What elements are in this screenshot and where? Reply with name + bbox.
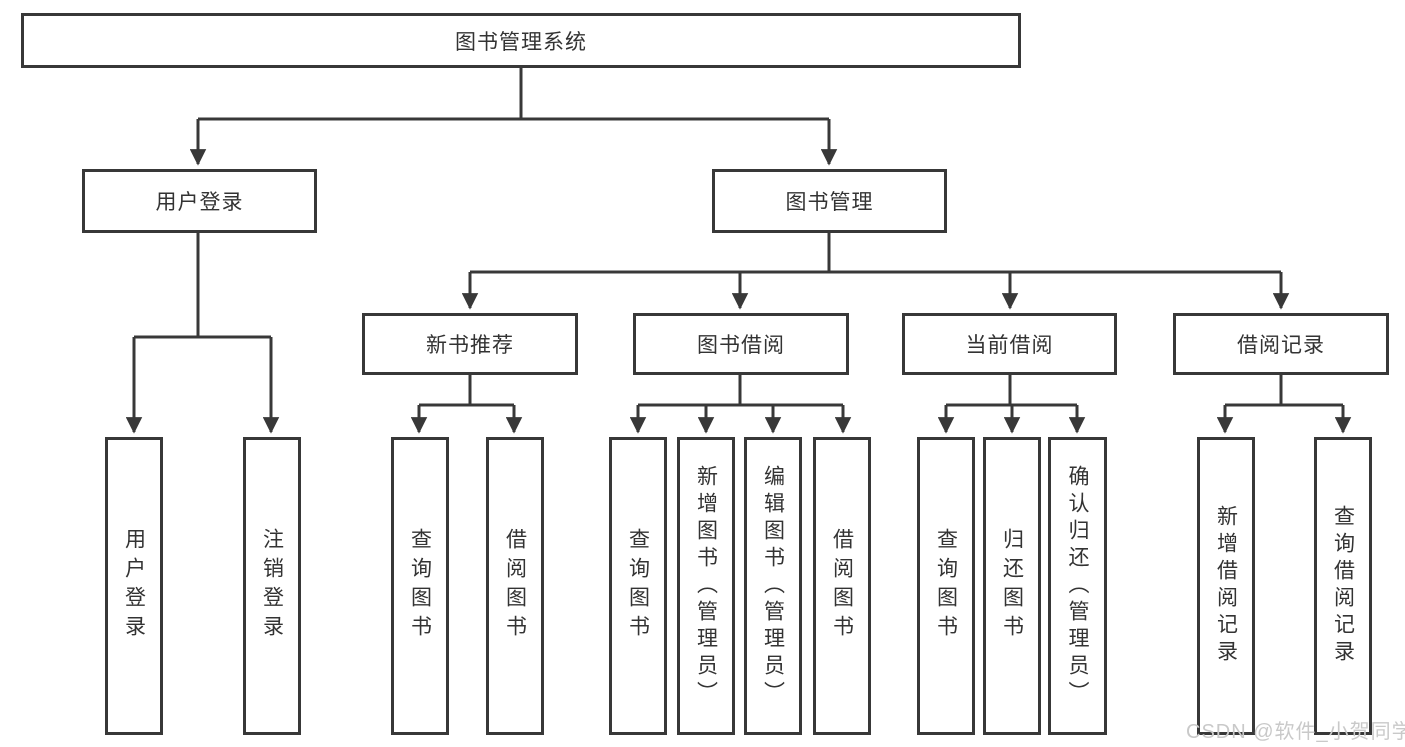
node-label: 确认归还（管理员） — [1066, 464, 1089, 708]
node-label: 借阅图书 — [830, 528, 854, 644]
node-book-borrowing: 图书借阅 — [633, 313, 849, 375]
node-label: 查询图书 — [408, 528, 432, 644]
leaf-query-books-recommend: 查询图书 — [391, 437, 449, 735]
node-label: 查询借阅记录 — [1331, 505, 1355, 667]
node-label: 用户登录 — [122, 528, 146, 644]
leaf-edit-books-admin: 编辑图书（管理员） — [744, 437, 802, 735]
leaf-confirm-return-admin: 确认归还（管理员） — [1048, 437, 1107, 735]
connector-current-leaves — [946, 375, 1077, 407]
node-label: 图书管理 — [785, 191, 874, 214]
node-user-login: 用户登录 — [82, 169, 317, 233]
leaf-return-books: 归还图书 — [983, 437, 1041, 735]
leaf-borrow-books-recommend: 借阅图书 — [486, 437, 544, 735]
connector-root-l2 — [198, 68, 829, 121]
node-book-management: 图书管理 — [712, 169, 947, 233]
node-label: 查询图书 — [934, 528, 958, 644]
leaf-user-login: 用户登录 — [105, 437, 163, 735]
node-label: 新增借阅记录 — [1214, 505, 1238, 667]
leaf-query-books-current: 查询图书 — [917, 437, 975, 735]
leaf-add-books-admin: 新增图书（管理员） — [677, 437, 735, 735]
node-label: 归还图书 — [1000, 528, 1024, 644]
connector-borrow-leaves — [638, 375, 843, 407]
node-label: 借阅图书 — [503, 528, 527, 644]
node-current-borrowing: 当前借阅 — [902, 313, 1117, 375]
connector-newbook-leaves — [419, 375, 514, 407]
leaf-query-books-borrow: 查询图书 — [609, 437, 667, 735]
connector-record-leaves — [1225, 375, 1343, 407]
csdn-watermark: CSDN @软件_小贺同学 — [1186, 721, 1405, 743]
node-label: 注销登录 — [260, 528, 284, 644]
node-root-system: 图书管理系统 — [21, 13, 1021, 68]
node-new-book-recommend: 新书推荐 — [362, 313, 578, 375]
connector-login-leaves — [134, 233, 271, 339]
node-label: 当前借阅 — [965, 334, 1054, 357]
node-borrowing-records: 借阅记录 — [1173, 313, 1389, 375]
node-label: 新书推荐 — [426, 334, 514, 357]
node-label: 图书借阅 — [697, 334, 785, 357]
leaf-query-borrow-record: 查询借阅记录 — [1314, 437, 1372, 735]
leaf-borrow-books: 借阅图书 — [813, 437, 871, 735]
leaf-logout: 注销登录 — [243, 437, 301, 735]
node-label: 图书管理系统 — [455, 30, 587, 54]
node-label: 查询图书 — [626, 528, 650, 644]
leaf-add-borrow-record: 新增借阅记录 — [1197, 437, 1255, 735]
node-label: 借阅记录 — [1237, 334, 1325, 357]
connector-mgmt-l3 — [470, 233, 1281, 274]
node-label: 用户登录 — [155, 191, 244, 214]
node-label: 编辑图书（管理员） — [761, 464, 785, 708]
node-label: 新增图书（管理员） — [694, 464, 718, 708]
